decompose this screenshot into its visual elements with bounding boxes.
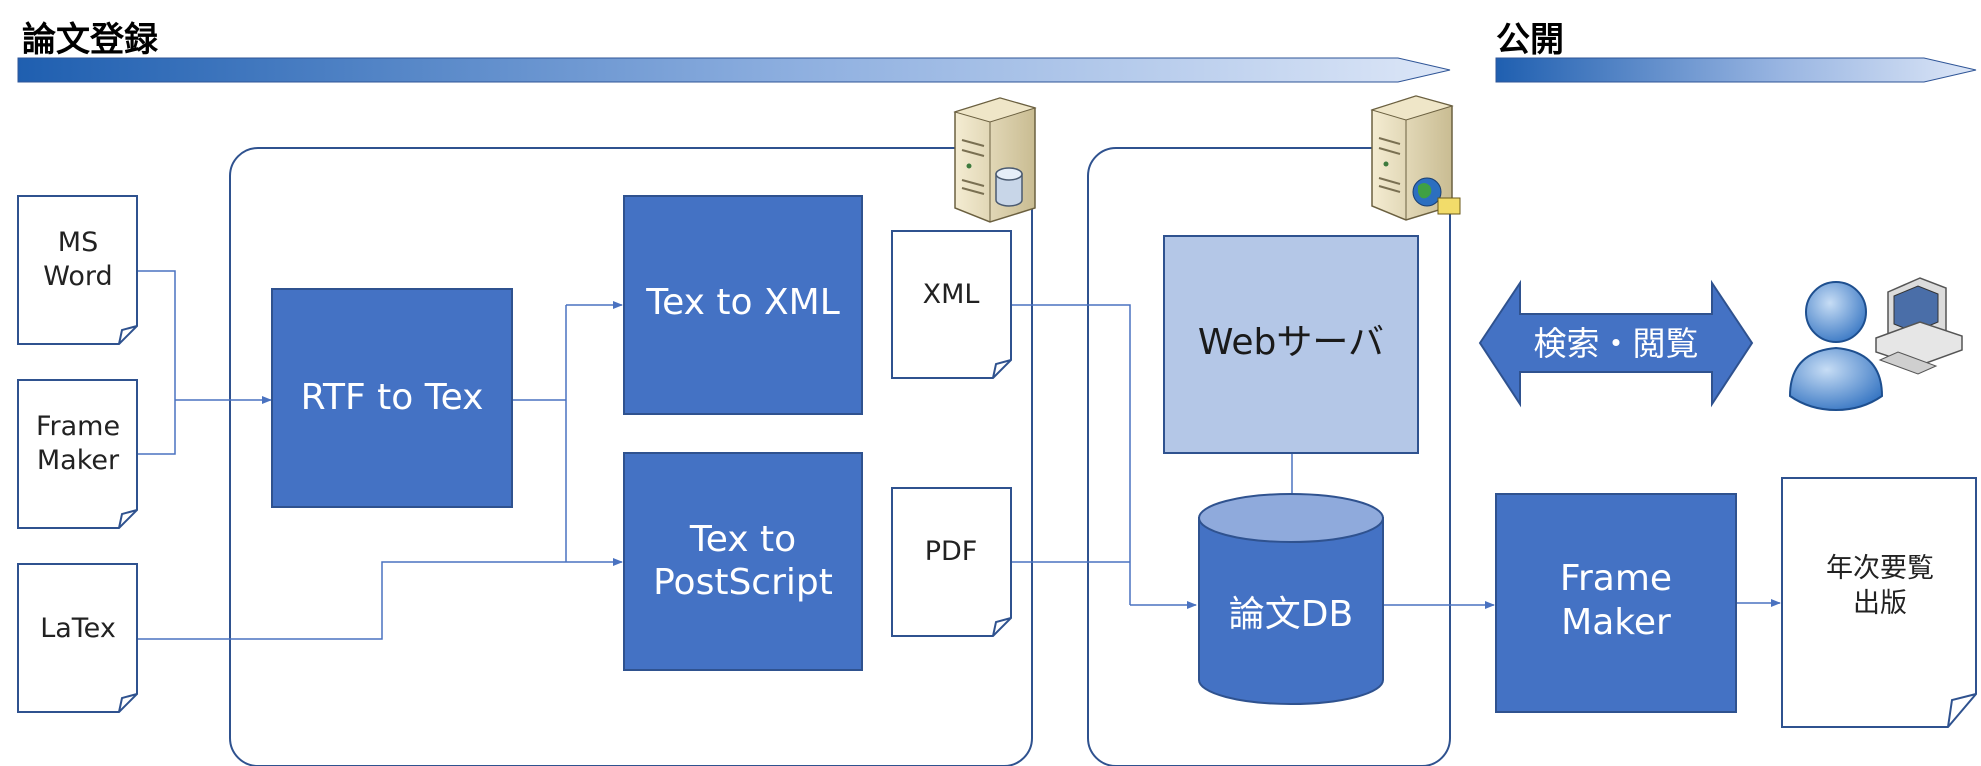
frame-maker-input-line1: Frame bbox=[36, 411, 120, 442]
document-frame-maker: Frame Maker bbox=[17, 379, 138, 529]
document-latex: LaTex bbox=[17, 563, 138, 713]
connector-msword bbox=[137, 270, 176, 400]
ms-word-label-line2: Word bbox=[43, 261, 112, 292]
phase-publication-title: 公開 bbox=[1496, 20, 1564, 60]
web-server-box: Webサーバ bbox=[1163, 235, 1419, 454]
server-panel bbox=[1087, 147, 1451, 766]
search-browse-arrow: 検索・閲覧 bbox=[1478, 279, 1754, 408]
frame-maker-input-line2: Maker bbox=[37, 445, 120, 476]
publish-frame-maker-box: Frame Maker bbox=[1495, 493, 1737, 713]
document-pdf: PDF bbox=[891, 487, 1012, 637]
pdf-label: PDF bbox=[925, 536, 978, 567]
search-browse-label: 検索・閲覧 bbox=[1534, 324, 1699, 363]
annual-report-line1: 年次要覧 bbox=[1826, 553, 1934, 584]
web-server-icon bbox=[1370, 95, 1461, 221]
document-annual-report: 年次要覧 出版 bbox=[1781, 477, 1977, 728]
publication-phase-banner bbox=[1495, 57, 1977, 83]
paper-db-label: 論文DB bbox=[1229, 594, 1353, 635]
latex-label: LaTex bbox=[40, 613, 116, 644]
connector-latex bbox=[137, 561, 566, 640]
web-server-label: Webサーバ bbox=[1198, 322, 1384, 363]
rtf-to-tex-label: RTF to Tex bbox=[301, 377, 484, 418]
process-rtf-to-tex: RTF to Tex bbox=[271, 288, 513, 508]
tex-to-ps-label-line2: PostScript bbox=[653, 562, 833, 603]
xml-label: XML bbox=[923, 279, 980, 310]
database-server-icon bbox=[953, 97, 1037, 223]
paper-db-cylinder: 論文DB bbox=[1198, 493, 1384, 705]
connector-framemaker bbox=[137, 400, 176, 455]
process-tex-to-xml: Tex to XML bbox=[623, 195, 863, 415]
user-computer-icon bbox=[1788, 277, 1963, 412]
ms-word-label-line1: MS bbox=[58, 227, 98, 258]
document-ms-word: MS Word bbox=[17, 195, 138, 345]
conversion-panel bbox=[229, 147, 1033, 766]
connectors bbox=[137, 270, 1781, 640]
tex-to-ps-label-line1: Tex to bbox=[689, 519, 796, 560]
connector-xml-db bbox=[1012, 304, 1131, 605]
process-tex-to-postscript: Tex to PostScript bbox=[623, 452, 863, 671]
registration-phase-banner bbox=[17, 57, 1451, 83]
document-xml: XML bbox=[891, 230, 1012, 379]
publish-frame-maker-line2: Maker bbox=[1561, 602, 1671, 643]
phase-registration-title: 論文登録 bbox=[22, 20, 159, 60]
tex-to-xml-label: Tex to XML bbox=[645, 282, 840, 323]
publish-frame-maker-line1: Frame bbox=[1560, 558, 1672, 599]
annual-report-line2: 出版 bbox=[1853, 588, 1907, 619]
